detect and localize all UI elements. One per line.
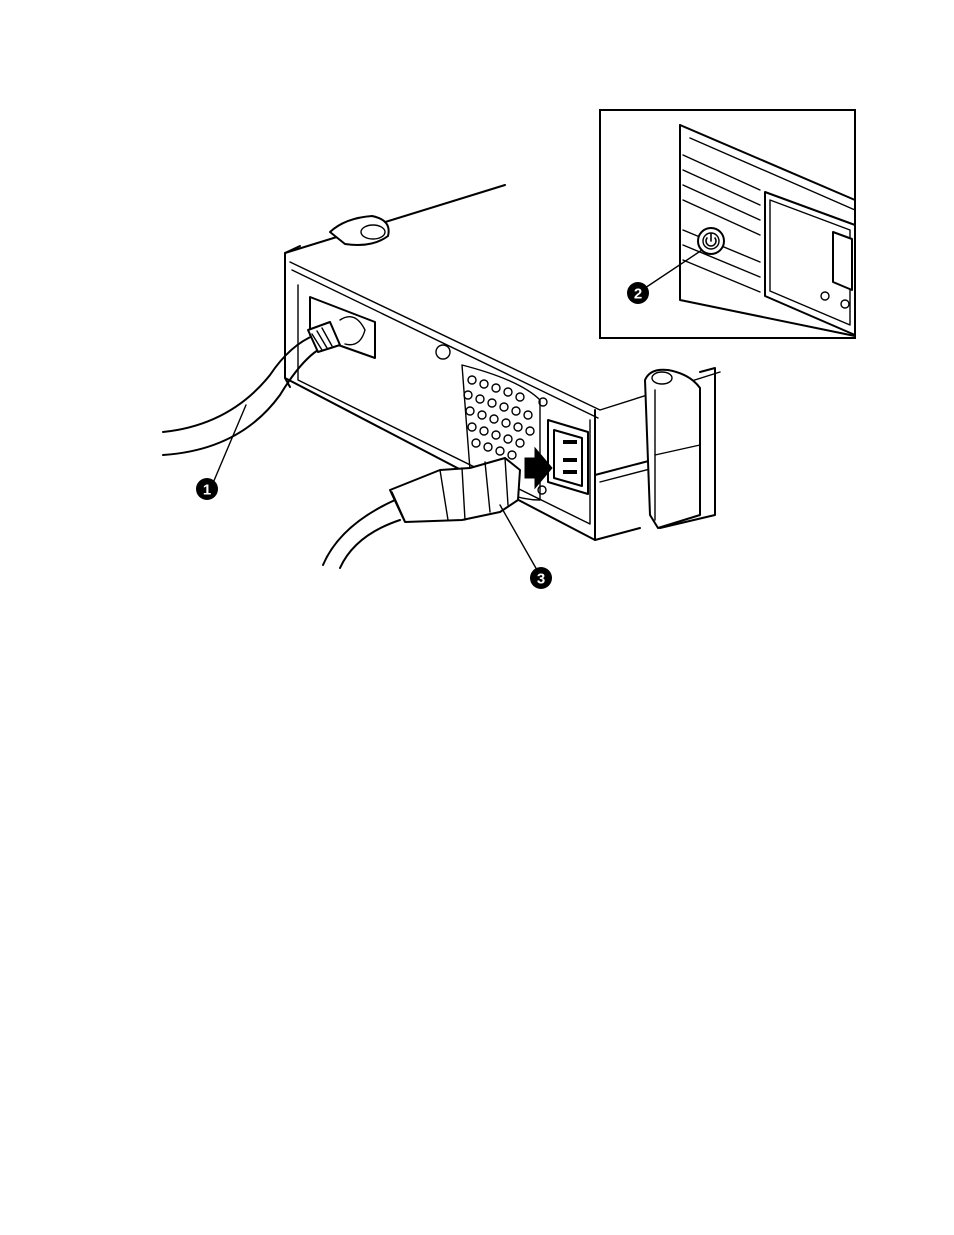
- callout-badge-3: 3: [530, 567, 552, 589]
- scsi-cable: [163, 322, 340, 455]
- screw: [436, 345, 450, 359]
- power-cord: [323, 458, 520, 568]
- callout-badge-1: 1: [196, 478, 218, 500]
- power-inlet: [538, 398, 588, 494]
- svg-text:2: 2: [634, 286, 642, 303]
- svg-text:1: 1: [203, 482, 211, 499]
- svg-text:3: 3: [537, 571, 545, 588]
- callout-badge-2: 2: [627, 282, 649, 304]
- callout-leader-3: [500, 505, 537, 570]
